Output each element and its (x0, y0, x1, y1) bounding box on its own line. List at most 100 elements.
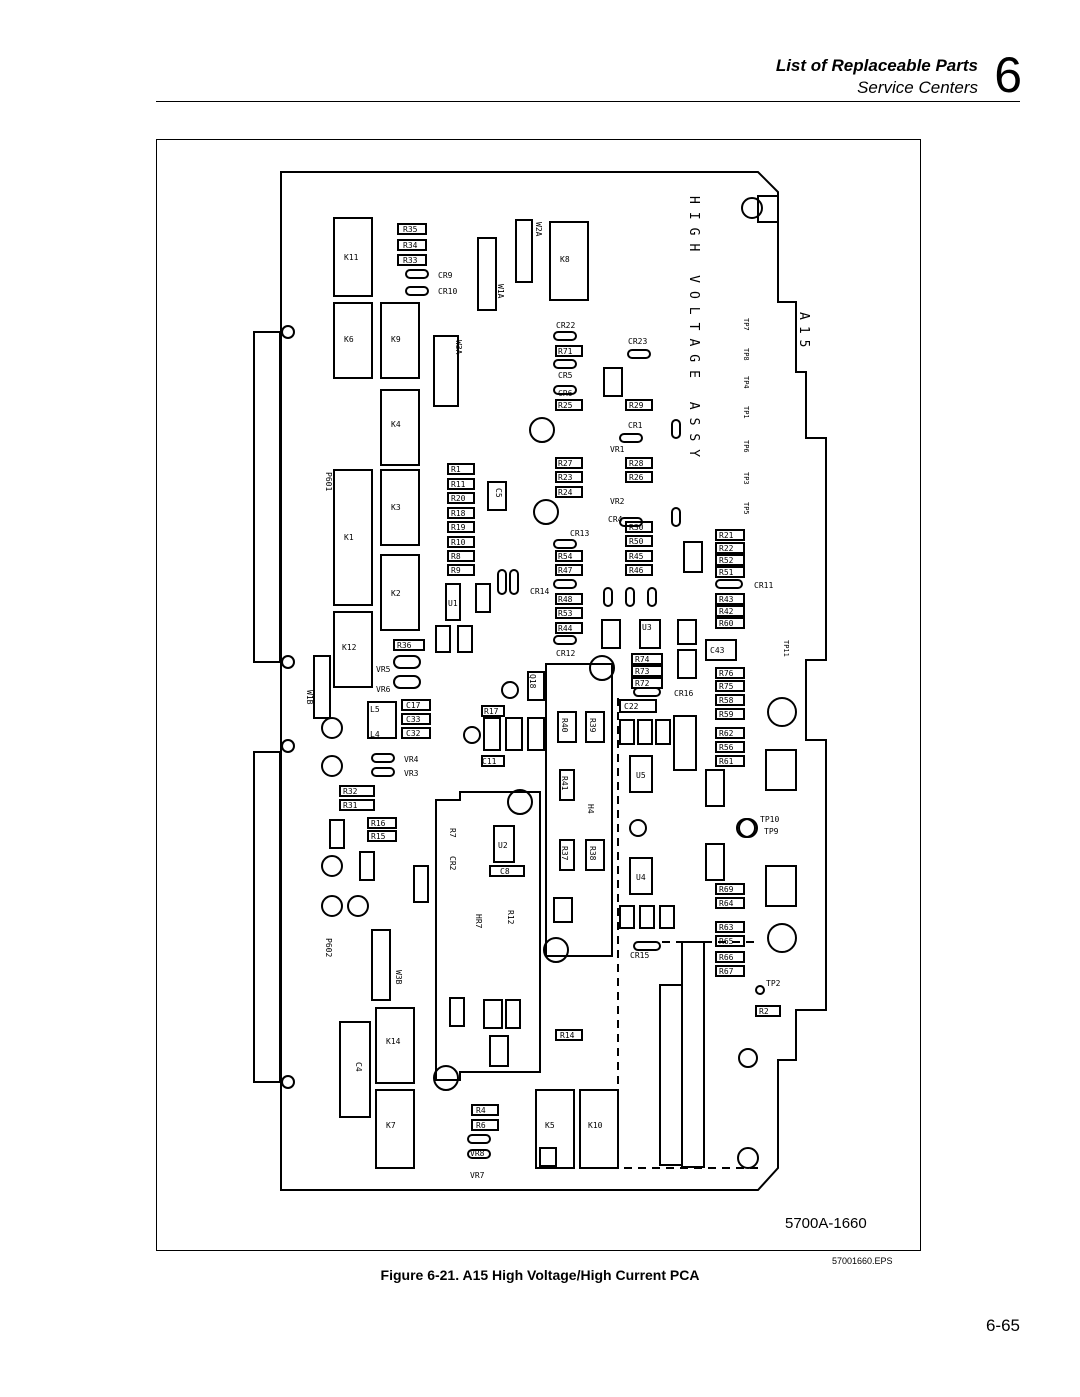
svg-text:K4: K4 (391, 420, 401, 429)
svg-text:R62: R62 (719, 729, 734, 738)
svg-text:R61: R61 (719, 757, 734, 766)
svg-text:R15: R15 (371, 832, 386, 841)
svg-text:U1: U1 (448, 599, 458, 608)
svg-text:R2: R2 (759, 1007, 769, 1016)
svg-text:K10: K10 (588, 1121, 603, 1130)
svg-text:CR12: CR12 (556, 649, 575, 658)
svg-text:R16: R16 (371, 819, 386, 828)
svg-text:R27: R27 (558, 459, 573, 468)
svg-text:K7: K7 (386, 1121, 396, 1130)
svg-text:R38: R38 (588, 846, 597, 861)
svg-text:C33: C33 (406, 715, 421, 724)
svg-text:VR3: VR3 (404, 769, 419, 778)
svg-text:R67: R67 (719, 967, 734, 976)
svg-text:R54: R54 (558, 552, 573, 561)
svg-text:TP10: TP10 (760, 815, 779, 824)
svg-text:R76: R76 (719, 669, 734, 678)
svg-text:K6: K6 (344, 335, 354, 344)
svg-text:K2: K2 (391, 589, 401, 598)
svg-text:R12: R12 (506, 910, 515, 925)
connector-p602: P602 (324, 938, 333, 957)
svg-text:R45: R45 (629, 552, 644, 561)
svg-text:U4: U4 (636, 873, 646, 882)
svg-text:R32: R32 (343, 787, 358, 796)
svg-text:VR7: VR7 (470, 1171, 485, 1180)
svg-text:R35: R35 (403, 225, 418, 234)
svg-text:R14: R14 (560, 1031, 575, 1040)
eps-filename: 57001660.EPS (832, 1256, 893, 1266)
svg-text:R20: R20 (451, 494, 466, 503)
svg-text:VR5: VR5 (376, 665, 391, 674)
svg-text:R6: R6 (476, 1121, 486, 1130)
tp-label: TP1 (742, 406, 750, 419)
svg-text:C17: C17 (406, 701, 421, 710)
tp-label: TP5 (742, 502, 750, 515)
svg-text:R53: R53 (558, 609, 573, 618)
svg-text:R69: R69 (719, 885, 734, 894)
svg-text:R9: R9 (451, 566, 461, 575)
svg-text:U2: U2 (498, 841, 508, 850)
tp-label: TP3 (742, 472, 750, 485)
svg-text:R75: R75 (719, 682, 734, 691)
svg-text:R56: R56 (719, 743, 734, 752)
svg-text:R43: R43 (719, 595, 734, 604)
svg-text:R66: R66 (719, 953, 734, 962)
svg-text:C4: C4 (354, 1062, 363, 1072)
svg-text:R48: R48 (558, 595, 573, 604)
tp-label: TP11 (782, 640, 790, 657)
svg-text:VR2: VR2 (610, 497, 625, 506)
svg-text:C5: C5 (494, 488, 503, 498)
svg-text:CR1: CR1 (628, 421, 643, 430)
svg-text:R47: R47 (558, 566, 573, 575)
svg-text:R21: R21 (719, 531, 734, 540)
svg-text:K8: K8 (560, 255, 570, 264)
svg-text:R29: R29 (629, 401, 644, 410)
header-subsection: Service Centers (857, 78, 978, 97)
svg-text:R44: R44 (558, 624, 573, 633)
connector-p601: P601 (324, 472, 333, 491)
svg-text:R72: R72 (635, 679, 650, 688)
header-section-title: List of Replaceable Parts (775, 56, 978, 75)
svg-text:CR6: CR6 (558, 389, 573, 398)
tp-label: TP4 (742, 376, 750, 389)
svg-text:R1: R1 (451, 465, 461, 474)
svg-text:R51: R51 (719, 568, 734, 577)
tp-label: TP7 (742, 318, 750, 331)
figure-id: 5700A-1660 (785, 1215, 867, 1232)
svg-text:K1: K1 (344, 533, 354, 542)
svg-text:R7: R7 (448, 828, 457, 838)
svg-text:CR23: CR23 (628, 337, 647, 346)
svg-text:R10: R10 (451, 538, 466, 547)
svg-text:R17: R17 (484, 707, 499, 716)
svg-text:VR1: VR1 (610, 445, 625, 454)
figure-caption: Figure 6-21. A15 High Voltage/High Curre… (380, 1267, 700, 1283)
svg-text:HR7: HR7 (474, 914, 483, 929)
svg-text:R4: R4 (476, 1106, 486, 1115)
svg-text:R42: R42 (719, 607, 734, 616)
svg-text:R59: R59 (719, 710, 734, 719)
svg-text:R18: R18 (451, 509, 466, 518)
svg-text:CR2: CR2 (448, 856, 457, 871)
svg-text:W1B: W1B (305, 690, 314, 705)
svg-text:R58: R58 (719, 696, 734, 705)
svg-text:U5: U5 (636, 771, 646, 780)
svg-text:K12: K12 (342, 643, 357, 652)
svg-text:R22: R22 (719, 544, 734, 553)
page-number: 6-65 (985, 1316, 1020, 1335)
svg-text:R36: R36 (397, 641, 412, 650)
svg-text:R63: R63 (719, 923, 734, 932)
svg-text:C11: C11 (482, 757, 497, 766)
svg-text:R60: R60 (719, 619, 734, 628)
svg-text:CR10: CR10 (438, 287, 457, 296)
svg-text:R37: R37 (560, 846, 569, 861)
svg-text:R11: R11 (451, 480, 466, 489)
svg-text:R74: R74 (635, 655, 650, 664)
svg-text:K14: K14 (386, 1037, 401, 1046)
svg-text:R19: R19 (451, 523, 466, 532)
tp-label: TP8 (742, 348, 750, 361)
figure-frame (156, 139, 921, 1251)
svg-text:K9: K9 (391, 335, 401, 344)
svg-text:R46: R46 (629, 566, 644, 575)
svg-text:U3: U3 (642, 623, 652, 632)
svg-text:W2A: W2A (534, 222, 543, 237)
